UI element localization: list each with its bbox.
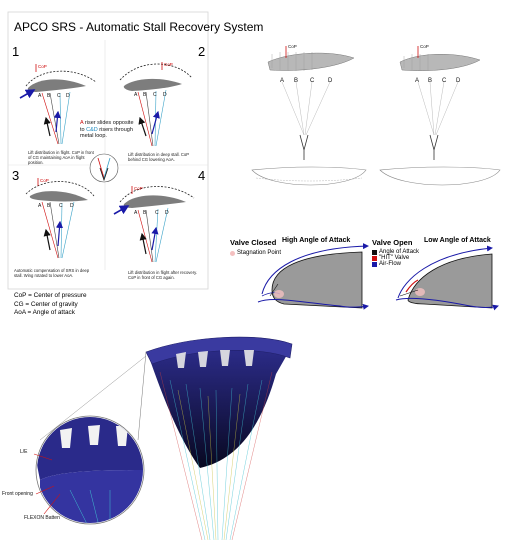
metal-loop-detail <box>89 153 119 183</box>
rw1-label-d: D <box>328 78 333 84</box>
p4-cop-label: CoP <box>134 186 143 191</box>
valve-closed-subtitle: High Angle of Attack <box>282 237 351 244</box>
label-leading-edge: L/E <box>20 449 28 455</box>
p3-label-c: C <box>59 203 63 209</box>
legend-label-hit-valve: "HIT" Valve <box>379 255 410 261</box>
stagnation-swatch <box>230 250 235 256</box>
panel-1-caption: Lift distribution in flight. CoP in fron… <box>28 150 94 165</box>
right-wing-2-cop: CoP <box>420 44 429 49</box>
page-title: APCO SRS - Automatic Stall Recovery Syst… <box>14 20 264 34</box>
rw2-label-d: D <box>456 78 461 84</box>
p3-label-d: D <box>70 203 74 209</box>
legend-item-air-flow: Air-Flow <box>372 261 419 267</box>
legend-swatch-air-flow <box>372 261 377 267</box>
p2-cop-label: CoP <box>164 62 173 67</box>
rw2-label-c: C <box>442 78 447 84</box>
valve-open-title: Valve Open <box>372 238 413 247</box>
canopy-magnified-detail <box>33 351 147 525</box>
center-note-cd: C&D <box>86 126 98 133</box>
p3-cop-label: CoP <box>40 178 49 183</box>
canopy-front-view-right <box>379 166 501 186</box>
p1-label-d: D <box>66 93 70 99</box>
legend-swatch-aoa <box>372 249 377 255</box>
p2-label-d: D <box>163 92 167 98</box>
valve-closed-title: Valve Closed <box>230 238 277 247</box>
rw2-label-b: B <box>428 78 433 84</box>
rw1-label-c: C <box>310 78 315 84</box>
valve-open-diagram <box>395 245 499 311</box>
legend-swatch-hit-valve <box>372 255 377 261</box>
center-note: A riser slides opposite to C&D risers th… <box>80 120 138 140</box>
panel-1-diagram <box>19 64 97 145</box>
stagnation-point-legend: Stagnation Point <box>230 250 281 256</box>
p3-label-a: A <box>38 203 42 209</box>
panel-4-number: 4 <box>198 168 206 183</box>
p1-label-a: A <box>38 93 42 99</box>
wing-lift-diagram-right <box>399 46 481 160</box>
p3-label-b: B <box>47 203 51 209</box>
legend-item-hit-valve: "HIT" Valve <box>372 255 419 261</box>
rw1-label-a: A <box>280 78 285 84</box>
rw2-label-a: A <box>415 78 420 84</box>
p2-label-c: C <box>153 92 157 98</box>
p2-label-b: B <box>143 92 147 98</box>
center-note-t2: risers through metal loop. <box>80 126 133 140</box>
panel-4-diagram <box>113 186 195 263</box>
p4-label-b: B <box>143 210 147 216</box>
valve-open-legend: Angle of Attack "HIT" Valve Air-Flow <box>372 249 419 267</box>
canopy-3d-render <box>145 336 293 541</box>
panel-1-number: 1 <box>12 44 20 59</box>
srs-panel-frame <box>7 11 209 290</box>
stagnation-label: Stagnation Point <box>237 250 282 256</box>
canopy-front-view-left <box>251 166 367 186</box>
panel-4-caption: Lift distribution in flight after recove… <box>128 270 198 280</box>
legend-cg: CG = Center of gravity <box>14 300 78 308</box>
panel-3-caption: Automatic compensation of SRS in deep st… <box>14 268 90 278</box>
legend-item-aoa: Angle of Attack <box>372 249 419 255</box>
center-note-t1: riser slides opposite to <box>80 120 134 133</box>
right-wing-1-cop: CoP <box>288 44 297 49</box>
p4-label-c: C <box>155 210 159 216</box>
panel-2-caption: Lift distribution in deep stall. CoP beh… <box>128 152 189 162</box>
wing-lift-diagram-left <box>267 46 355 160</box>
legend-label-air-flow: Air-Flow <box>379 261 401 267</box>
abbreviation-legend: CoP = Center of pressure CG = Center of … <box>14 292 87 318</box>
legend-cop: CoP = Center of pressure <box>14 292 87 299</box>
rw1-label-b: B <box>294 78 299 84</box>
legend-label-aoa: Angle of Attack <box>379 249 420 255</box>
center-note-a: A <box>80 120 84 126</box>
panel-3-diagram <box>25 178 95 259</box>
p1-label-b: B <box>47 93 51 99</box>
panel-2-diagram <box>119 62 193 147</box>
label-flexon-batten: FLEXON Batten <box>24 515 60 521</box>
p1-label-c: C <box>57 93 61 99</box>
p2-label-a: A <box>134 92 138 98</box>
p4-label-a: A <box>134 210 138 216</box>
panel-3-number: 3 <box>12 168 20 183</box>
valve-open-subtitle: Low Angle of Attack <box>424 237 491 244</box>
label-front-opening: Front opening <box>2 491 33 497</box>
p4-label-d: D <box>165 210 169 216</box>
legend-aoa: AoA = Angle of attack <box>14 309 75 316</box>
p1-cop-label: CoP <box>38 64 47 69</box>
panel-2-number: 2 <box>198 44 206 59</box>
valve-closed-diagram <box>257 243 369 310</box>
